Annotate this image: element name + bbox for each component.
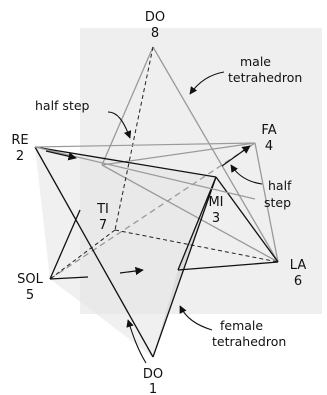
- node-la-number: 6: [294, 274, 302, 289]
- pointer-half-step-right: [230, 164, 263, 185]
- node-ti-number: 7: [99, 218, 107, 233]
- annotation-half-step-right-line2: step: [264, 195, 291, 210]
- arrow-sol: [119, 266, 144, 276]
- annotation-half-step-left: half step: [35, 98, 90, 113]
- node-do-top-number: 8: [151, 26, 159, 41]
- male-hidden-edges: [49, 46, 279, 280]
- node-do-top-name: DO: [145, 10, 165, 25]
- female-tetrahedron: [34, 146, 279, 358]
- node-ti-name: TI: [96, 202, 109, 217]
- pointer-male: [189, 71, 225, 95]
- node-mi-number: 3: [212, 211, 220, 226]
- annotation-female-line1: female: [220, 318, 263, 333]
- annotation-half-step-right-line1: half: [268, 178, 292, 193]
- annotation-female-line2: tetrahedron: [212, 334, 286, 349]
- annotation-pointers: [107, 71, 263, 364]
- node-sol-name: SOL: [17, 272, 43, 287]
- node-mi-name: MI: [208, 195, 223, 210]
- annotation-male-line1: male: [240, 54, 271, 69]
- node-la-name: LA: [290, 258, 307, 273]
- node-do-bottom-name: DO: [143, 367, 163, 382]
- pointer-half-step-left: [107, 111, 132, 139]
- node-re-name: RE: [11, 133, 28, 148]
- node-fa-number: 4: [265, 139, 273, 154]
- node-fa-name: FA: [261, 123, 276, 138]
- node-sol-number: 5: [26, 288, 34, 303]
- node-do-bottom-number: 1: [149, 382, 157, 395]
- node-re-number: 2: [16, 149, 24, 164]
- annotation-male-line2: tetrahedron: [228, 70, 302, 85]
- arrow-fa: [221, 145, 251, 167]
- pointer-bottom-do: [126, 319, 147, 364]
- direction-arrows: [45, 145, 251, 276]
- pointer-female: [179, 305, 213, 331]
- arrow-re: [45, 150, 77, 161]
